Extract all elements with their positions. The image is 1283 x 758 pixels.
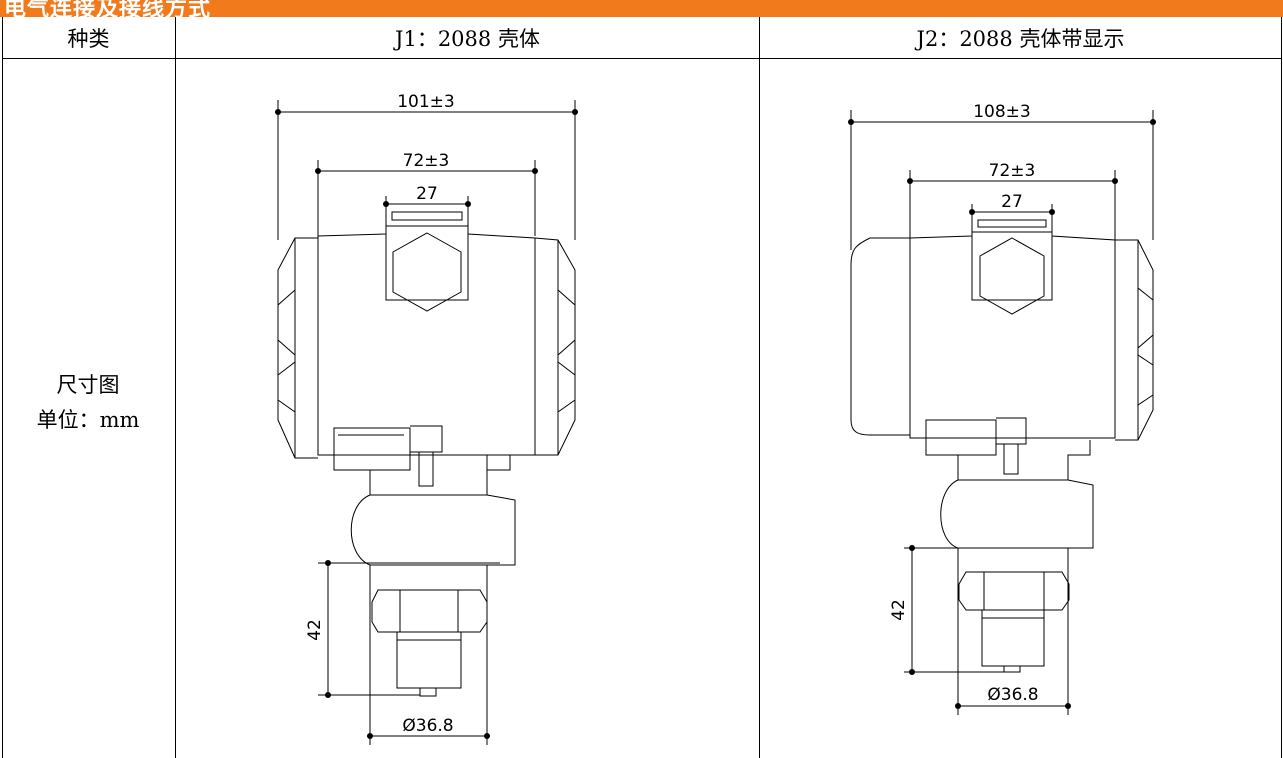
j2-overall-width-label: 108±3: [973, 102, 1031, 122]
row-label-title: 尺寸图: [56, 373, 120, 397]
table-divider-1: [175, 17, 176, 758]
j2-diameter-label: Ø36.8: [987, 685, 1038, 705]
row-label-unit: 单位：mm: [36, 408, 140, 432]
table-border-right: [1281, 17, 1282, 758]
j1-body-width-label: 72±3: [403, 151, 450, 171]
j1-overall-width-label: 101±3: [397, 92, 455, 112]
j1-diameter-label: Ø36.8: [402, 716, 453, 736]
j2-cap-width-label: 27: [1001, 192, 1023, 212]
header-type: 种类: [67, 27, 110, 51]
header-j1: J1：2088 壳体: [395, 27, 540, 51]
section-title: 电气连接及接线方式: [4, 0, 212, 17]
j2-dimension-drawing: 108±3 72±3 27 42 Ø36.8: [848, 102, 1156, 715]
row-label: 尺寸图 单位：mm: [2, 368, 174, 438]
table-border-left: [2, 17, 3, 758]
j2-height-label: 42: [889, 599, 909, 621]
header-j2: J2：2088 壳体带显示: [916, 27, 1125, 51]
j1-height-label: 42: [305, 619, 325, 641]
j1-cap-width-label: 27: [416, 184, 438, 204]
section-banner: 电气连接及接线方式: [0, 0, 1283, 17]
header-row-divider: [2, 58, 1282, 59]
table-divider-2: [759, 17, 760, 758]
j1-dimension-drawing: 101±3 72±3 27 42 Ø36.8: [275, 92, 578, 745]
j2-body-width-label: 72±3: [989, 161, 1036, 181]
